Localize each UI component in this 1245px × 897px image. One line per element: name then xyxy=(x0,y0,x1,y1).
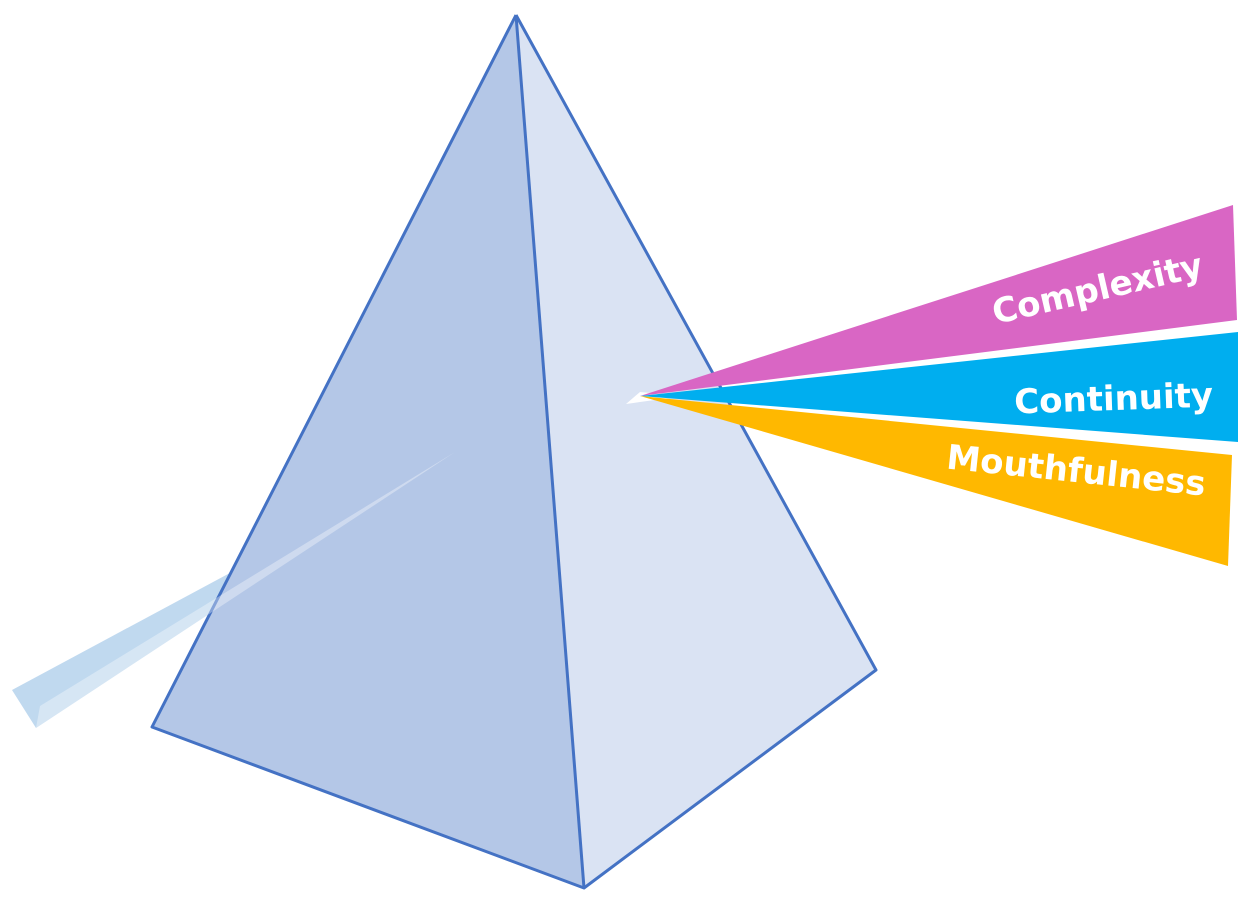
beam-label-continuity: Continuity xyxy=(1014,376,1214,423)
prism-left-face xyxy=(152,15,584,888)
pyramid-prism xyxy=(152,15,876,888)
